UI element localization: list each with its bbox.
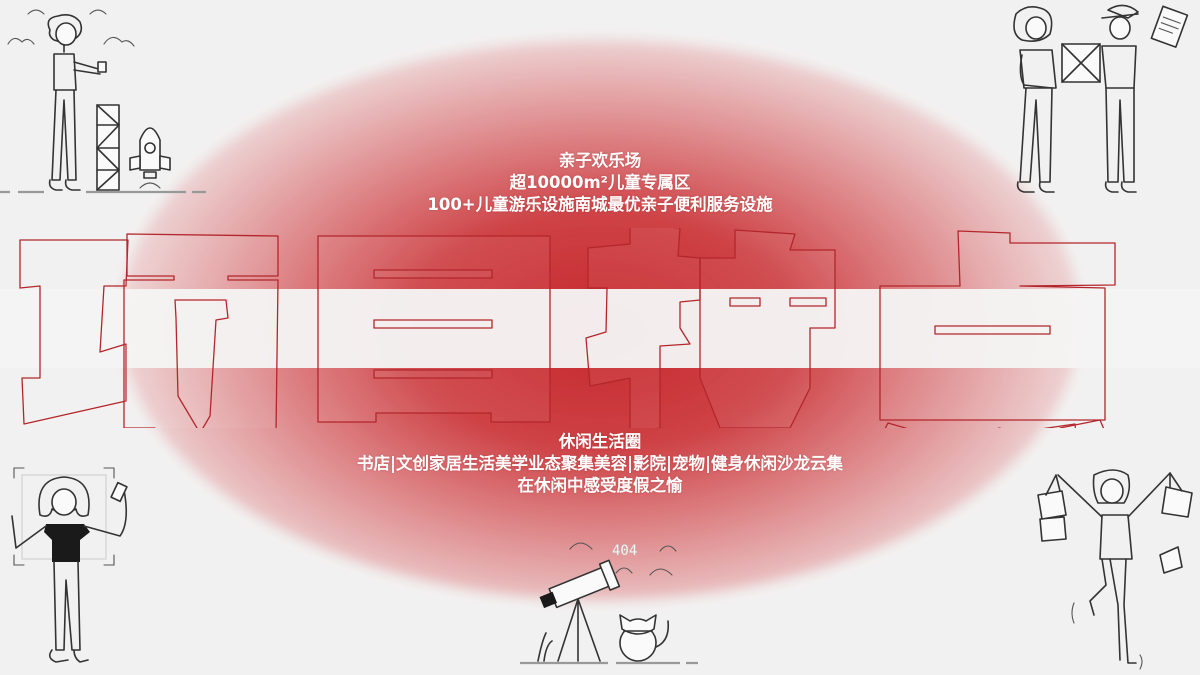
person-building-rocket-illustration [0, 0, 215, 200]
family-fun-section: 亲子欢乐场 超10000m²儿童专属区 100+儿童游乐设施南城最优亲子便利服务… [0, 150, 1200, 216]
family-fun-area-line: 超10000m²儿童专属区 [509, 173, 691, 192]
white-horizontal-band [0, 289, 1200, 368]
shopping-bags-icon [1037, 469, 1193, 670]
person-rocket-icon [0, 9, 206, 194]
shopping-bags-illustration [1010, 455, 1200, 675]
outlined-title-graphic [0, 222, 1200, 494]
selfie-person-icon [11, 467, 128, 663]
selfie-person-illustration [0, 460, 150, 675]
title-outline-svg [19, 222, 1126, 494]
404-label: 404 [612, 543, 637, 559]
family-fun-heading: 亲子欢乐场 [558, 151, 642, 170]
package-exchange-icon [1013, 4, 1189, 193]
family-fun-facilities-line: 100+儿童游乐设施南城最优亲子便利服务设施 [427, 195, 773, 214]
leisure-life-heading: 休闲生活圈 [558, 432, 642, 451]
leisure-life-formats-line: 书店|文创家居生活美学业态聚集美容|影院|宠物|健身休闲沙龙云集 [356, 454, 844, 473]
leisure-life-section: 休闲生活圈 书店|文创家居生活美学业态聚集美容|影院|宠物|健身休闲沙龙云集 在… [0, 431, 1200, 497]
telescope-cat-icon: 404 [520, 542, 698, 665]
telescope-cat-illustration: 404 [520, 525, 700, 675]
leisure-life-tagline: 在休闲中感受度假之愉 [517, 476, 683, 495]
package-exchange-illustration [990, 0, 1200, 200]
